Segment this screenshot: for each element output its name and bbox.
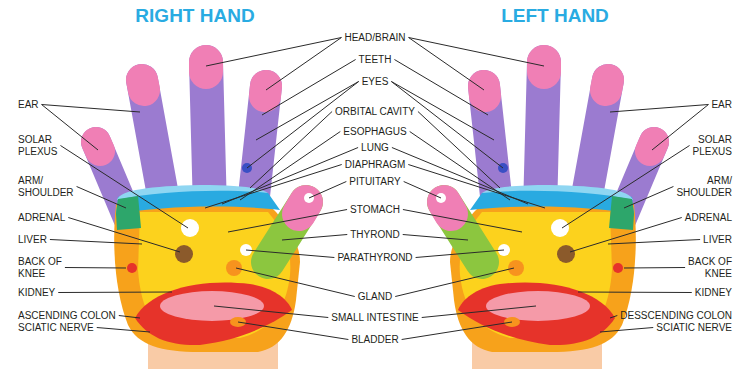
zone-label: LIVER	[703, 234, 732, 246]
zone-label: ADRENAL	[18, 212, 65, 224]
leader-line	[42, 105, 140, 113]
zone-label: SCIATIC NERVE	[18, 322, 94, 334]
zone-label: SCIATIC NERVE	[656, 322, 732, 334]
leader-line	[403, 210, 522, 233]
zone-label: ADRENAL	[685, 212, 732, 224]
leader-line	[416, 250, 504, 258]
zone-label: LUNG	[361, 142, 389, 154]
leader-line	[624, 187, 673, 209]
leader-line	[610, 316, 617, 319]
leader-line	[624, 267, 685, 269]
leader-line	[610, 105, 708, 113]
zone-label: SMALL INTESTINE	[331, 312, 418, 324]
zone-label: EAR	[18, 99, 39, 111]
leader-line	[97, 328, 150, 333]
leader-line	[392, 148, 528, 205]
leader-line	[570, 218, 682, 253]
leader-line	[236, 268, 355, 297]
zone-label: DIAPHRAGM	[345, 159, 406, 171]
zone-label: SOLAR PLEXUS	[672, 134, 732, 158]
zone-label: ARM/ SHOULDER	[18, 175, 78, 199]
zone-label: KIDNEY	[695, 287, 732, 299]
zone-label: BLADDER	[351, 334, 398, 346]
zone-label: TEETH	[359, 54, 392, 66]
zone-label: DESSCENDING COLON	[620, 310, 732, 322]
leader-line	[404, 182, 441, 199]
leader-line	[578, 292, 692, 294]
zone-label: ESOPHAGUS	[343, 126, 406, 138]
hand-title: RIGHT HAND	[135, 5, 254, 27]
zone-label: THYROND	[350, 229, 399, 241]
leader-line	[402, 322, 512, 340]
leader-line	[58, 292, 172, 294]
zone-label: EYES	[362, 76, 389, 88]
leader-line	[422, 306, 536, 318]
zone-label: ARM/ SHOULDER	[672, 175, 732, 199]
leader-line	[562, 146, 690, 229]
leader-line	[410, 132, 510, 201]
right-hand	[96, 62, 314, 369]
leader-line	[391, 82, 503, 169]
zone-label: LIVER	[18, 234, 47, 246]
zone-label: STOMACH	[350, 204, 400, 216]
hand-title: LEFT HAND	[501, 5, 609, 27]
leader-line	[214, 306, 328, 318]
zone-label: PITUITARY	[349, 176, 400, 188]
leader-line	[240, 132, 340, 201]
leader-line	[222, 148, 358, 205]
zone-label: EAR	[711, 99, 732, 111]
zone-label: HEAD/BRAIN	[344, 32, 405, 44]
leader-line	[247, 82, 359, 169]
leader-line	[65, 267, 126, 269]
leader-line	[246, 250, 334, 258]
leader-line	[205, 165, 342, 209]
zone-label: BACK OF KNEE	[18, 256, 78, 280]
leader-line	[403, 235, 468, 241]
leader-line	[409, 38, 484, 91]
zone-label: KIDNEY	[18, 287, 55, 299]
leader-line	[266, 38, 341, 91]
leader-line	[77, 187, 126, 209]
leader-line	[408, 165, 545, 209]
leader-line	[395, 268, 514, 297]
leader-line	[600, 328, 653, 333]
leader-line	[50, 240, 142, 245]
leader-line	[60, 146, 188, 229]
leader-line	[282, 235, 347, 241]
leader-line	[68, 218, 180, 253]
leader-line	[119, 316, 140, 319]
leader-line	[608, 240, 700, 245]
zone-label: ORBITAL CAVITY	[335, 106, 415, 118]
zone-label: GLAND	[358, 291, 392, 303]
leader-line	[238, 322, 348, 340]
zone-label: PARATHYROND	[337, 252, 412, 264]
leader-line	[418, 112, 500, 189]
leader-line	[228, 210, 347, 233]
leader-line	[250, 112, 332, 189]
left-hand	[436, 62, 654, 369]
zone-label: ASCENDING COLON	[18, 310, 116, 322]
zone-label: SOLAR PLEXUS	[18, 134, 78, 158]
zone-label: BACK OF KNEE	[672, 256, 732, 280]
leader-line	[309, 182, 346, 199]
